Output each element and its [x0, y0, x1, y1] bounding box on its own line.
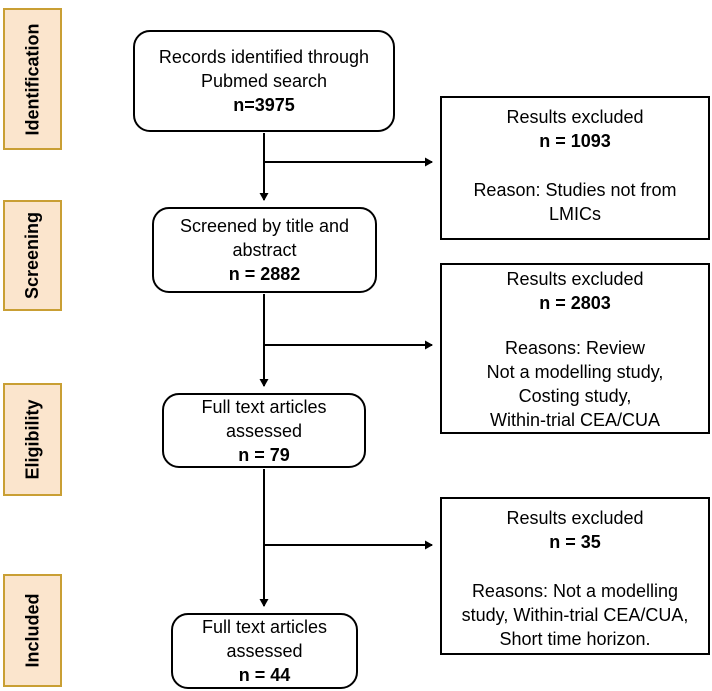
stage-label-identification: Identification — [3, 8, 62, 150]
excluded-box-2-title: Results excluded — [506, 269, 644, 289]
excluded-box-1: Results excluded n = 1093 Reason: Studie… — [440, 96, 710, 240]
excluded-box-3-reason-line1: Reasons: Not a modelling — [471, 581, 679, 601]
flow-box-records-count: n=3975 — [233, 95, 295, 115]
flow-box-fulltext-79-line1: Full text articles — [201, 396, 327, 417]
flow-box-fulltext-44-line1: Full text articles — [201, 617, 328, 637]
excluded-box-1-reason-line1: Reason: Studies not from — [473, 180, 677, 200]
stage-label-included-text: Included — [22, 593, 43, 668]
excluded-box-2: Results excluded n = 2803 Reasons: Revie… — [440, 263, 710, 434]
excluded-box-2-reason-line3: Costing study, — [518, 386, 632, 406]
flow-box-records-line2: Pubmed search — [200, 71, 328, 91]
flow-box-records-line1: Records identified through — [158, 47, 370, 67]
stage-label-screening: Screening — [3, 200, 62, 311]
excluded-box-3-reason-line2: study, Within-trial CEA/CUA, — [461, 605, 689, 625]
stage-label-included: Included — [3, 574, 62, 687]
excluded-box-3-title: Results excluded — [506, 508, 644, 528]
stage-label-identification-text: Identification — [22, 23, 42, 135]
stage-label-screening-text: Screening — [22, 211, 42, 300]
flow-box-screened-line1: Screened by title and — [179, 216, 350, 236]
flow-box-fulltext-79-line2: assessed — [225, 420, 303, 441]
stage-label-eligibility: Eligibility — [3, 383, 62, 496]
flow-box-screened-title-abstract: Screened by title and abstract n = 2882 — [152, 207, 377, 293]
flow-box-fulltext-44-line2: assessed — [226, 641, 303, 661]
flow-box-records-identified: Records identified through Pubmed search… — [133, 30, 395, 132]
excluded-box-2-reason-line2: Not a modelling study, — [486, 362, 664, 382]
excluded-box-2-reason-line1: Reasons: Review — [504, 338, 646, 358]
flow-box-screened-line2: abstract — [232, 240, 297, 260]
flow-box-fulltext-assessed-44: Full text articles assessed n = 44 — [171, 613, 358, 689]
excluded-box-3: Results excluded n = 35 Reasons: Not a m… — [440, 497, 710, 655]
excluded-box-1-reason-line2: LMICs — [548, 204, 601, 224]
excluded-box-2-reason-line4: Within-trial CEA/CUA — [489, 410, 661, 430]
stage-label-eligibility-text: Eligibility — [22, 399, 43, 480]
flow-box-fulltext-44-count: n = 44 — [238, 665, 291, 685]
excluded-box-3-count: n = 35 — [549, 532, 601, 552]
excluded-box-1-title: Results excluded — [506, 107, 644, 127]
excluded-box-1-count: n = 1093 — [539, 131, 611, 151]
flow-box-screened-count: n = 2882 — [228, 264, 301, 284]
excluded-box-3-reason-line3: Short time horizon. — [499, 629, 651, 649]
flow-box-fulltext-assessed-79: Full text articles assessed n = 79 — [162, 393, 366, 468]
flow-box-fulltext-79-count: n = 79 — [238, 444, 290, 465]
excluded-box-2-count: n = 2803 — [539, 293, 611, 313]
